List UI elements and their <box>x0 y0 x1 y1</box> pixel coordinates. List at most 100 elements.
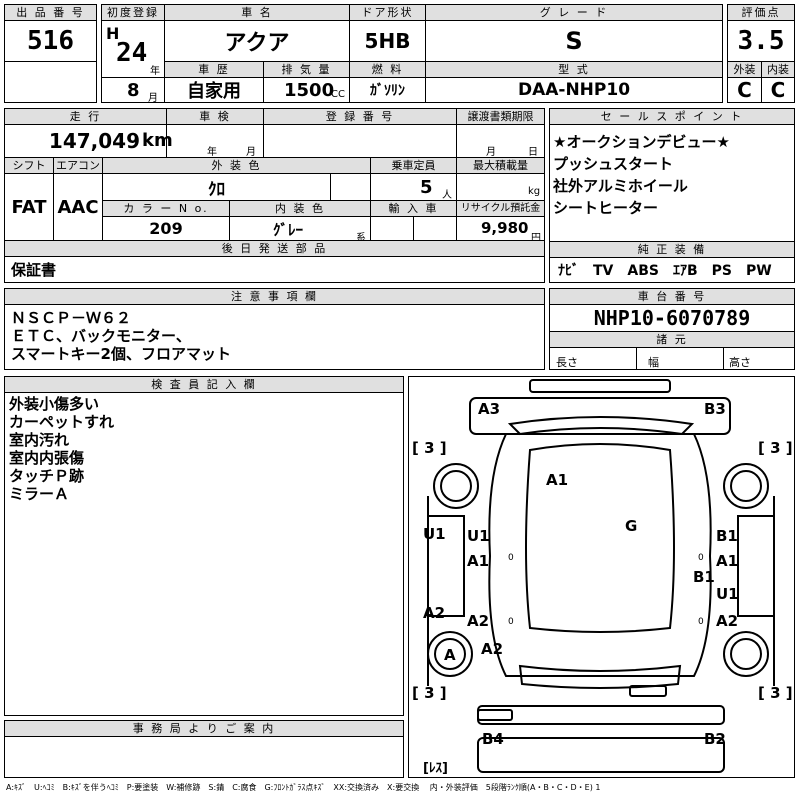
note-line: ＥＴＣ、バックモニター、 <box>11 327 191 345</box>
svg-text:0: 0 <box>508 617 514 627</box>
width-label: 幅 <box>648 356 659 369</box>
tire-fl-rating: [ 3 ] <box>412 439 447 457</box>
plate-box <box>263 124 457 158</box>
diagram-box <box>408 376 795 778</box>
model-code-value: DAA-NHP10 <box>425 77 723 103</box>
int-color-label: 内 装 色 <box>229 200 371 217</box>
length-label: 長さ <box>556 356 578 369</box>
damage-mark: B4 <box>482 730 504 748</box>
damage-mark: A2 <box>467 612 490 630</box>
chassis-no-label: 車 台 番 号 <box>549 288 795 305</box>
score-label: 評価点 <box>727 4 795 21</box>
door-type-value: 5HB <box>349 20 426 62</box>
year-value: 24 <box>116 38 148 68</box>
inspector-box: 外装小傷多い カーペットすれ 室内汚れ 室内内張傷 タッチＰ跡 ミラーＡ <box>4 392 404 716</box>
damage-mark: A3 <box>478 400 501 418</box>
damage-mark: A1 <box>467 552 490 570</box>
month-unit: 月 <box>148 93 158 104</box>
grade-label: グ レ ー ド <box>425 4 723 21</box>
import-box-2 <box>413 216 457 241</box>
damage-mark: A2 <box>716 612 739 630</box>
sales-point: ★オークションデビュー★ <box>553 133 730 151</box>
transfer-month-unit: 月 <box>486 147 496 158</box>
color-no-label: カ ラ ー N o. <box>102 200 230 217</box>
lot-no-value: 516 <box>4 20 97 62</box>
notes-box: ＮＳＣＰ－Ｗ６２ ＥＴＣ、バックモニター、 スマートキー2個、フロアマット <box>4 304 545 370</box>
note-line: スマートキー2個、フロアマット <box>11 345 231 363</box>
chassis-no-value: NHP10-6070789 <box>549 304 795 332</box>
office-label: 事 務 局 よ り ご 案 内 <box>4 720 404 737</box>
interior-grade: C <box>761 77 795 103</box>
max-load-label: 最大積載量 <box>456 157 545 174</box>
fuel-label: 燃 料 <box>349 61 426 78</box>
color-no-value: 209 <box>102 216 230 241</box>
shift-label: シフト <box>4 157 54 174</box>
grade-value: S <box>425 20 723 62</box>
ext-color-blank <box>330 173 371 201</box>
plate-label: 登 録 番 号 <box>263 108 457 125</box>
sales-points-label: セ ー ル ス ポ イ ン ト <box>549 108 795 125</box>
specs-label: 諸 元 <box>549 331 795 348</box>
ext-color-label: 外 装 色 <box>102 157 371 174</box>
fuel-value: ｶﾞｿﾘﾝ <box>349 77 426 103</box>
damage-mark: A1 <box>716 552 739 570</box>
height-box <box>723 347 795 370</box>
displacement-value: 1500 <box>284 80 335 101</box>
damage-mark: A1 <box>546 471 569 489</box>
damage-mark: A <box>444 646 456 664</box>
inspector-label: 検 査 員 記 入 欄 <box>4 376 404 393</box>
lot-no-label: 出 品 番 号 <box>4 4 97 21</box>
sales-point: プッシュスタート <box>553 155 674 173</box>
aircon-value: AAC <box>53 173 103 241</box>
kg-unit: kg <box>528 186 541 197</box>
import-box-1 <box>370 216 414 241</box>
later-parts-value: 保証書 <box>4 256 545 283</box>
damage-mark: U1 <box>716 585 739 603</box>
cc-unit: CC <box>331 89 345 100</box>
aircon-label: エアコン <box>53 157 103 174</box>
transfer-day-unit: 日 <box>528 147 538 158</box>
kei-unit: 系 <box>356 233 366 244</box>
year-unit: 年 <box>150 66 160 77</box>
sales-point: シートヒーター <box>553 199 659 217</box>
exterior-grade: C <box>727 77 762 103</box>
office-box <box>4 736 404 778</box>
svg-text:0: 0 <box>698 553 704 563</box>
legend-text: A:ｷｽﾞ U:ﾍｺﾐ B:ｷｽﾞを伴うﾍｺﾐ P:要塗装 W:補修跡 S:錆 … <box>6 783 601 792</box>
damage-mark: A2 <box>481 640 504 658</box>
displacement-label: 排 気 量 <box>263 61 350 78</box>
int-color-value: ｸﾞﾚｰ <box>273 221 304 239</box>
damage-mark: B3 <box>704 400 726 418</box>
persons-unit: 人 <box>442 190 452 201</box>
damage-mark: B2 <box>704 730 726 748</box>
note-line: ＮＳＣＰ－Ｗ６２ <box>11 309 132 327</box>
car-name-label: 車 名 <box>164 4 350 21</box>
tire-fr-rating: [ 3 ] <box>758 439 793 457</box>
recycle-value: 9,980 <box>481 219 529 237</box>
transfer-label: 譲渡書類期限 <box>456 108 545 125</box>
mileage-value: 147,049 <box>48 129 140 153</box>
first-reg-label: 初度登録 <box>101 4 165 21</box>
tire-rl-rating: [ 3 ] <box>412 684 447 702</box>
exterior-label: 外装 <box>727 61 762 78</box>
svg-text:0: 0 <box>698 617 704 627</box>
shift-value: FAT <box>4 173 54 241</box>
ext-color-value: ｸﾛ <box>102 173 331 201</box>
inspector-line: ミラーＡ <box>9 485 70 503</box>
score-value: 3.5 <box>727 20 795 62</box>
month-value: 8 <box>127 80 140 101</box>
recycle-label: リサイクル預託金 <box>456 200 545 217</box>
import-label: 輸 入 車 <box>370 200 457 217</box>
history-label: 車 歴 <box>164 61 264 78</box>
damage-mark: U1 <box>467 527 490 545</box>
sales-points-box: ★オークションデビュー★ プッシュスタート 社外アルミホイール シートヒーター <box>549 124 795 242</box>
model-code-label: 型 式 <box>425 61 723 78</box>
genuine-equip-label: 純 正 装 備 <box>549 241 795 258</box>
history-value: 自家用 <box>164 77 264 103</box>
genuine-equip-value: ﾅﾋﾞ TV ABS ｴｱB PS PW <box>549 257 795 283</box>
inspection-label: 車 検 <box>166 108 264 125</box>
era-value: H <box>106 24 120 43</box>
mileage-label: 走 行 <box>4 108 167 125</box>
svg-text:0: 0 <box>508 553 514 563</box>
damage-mark: B1 <box>693 568 715 586</box>
